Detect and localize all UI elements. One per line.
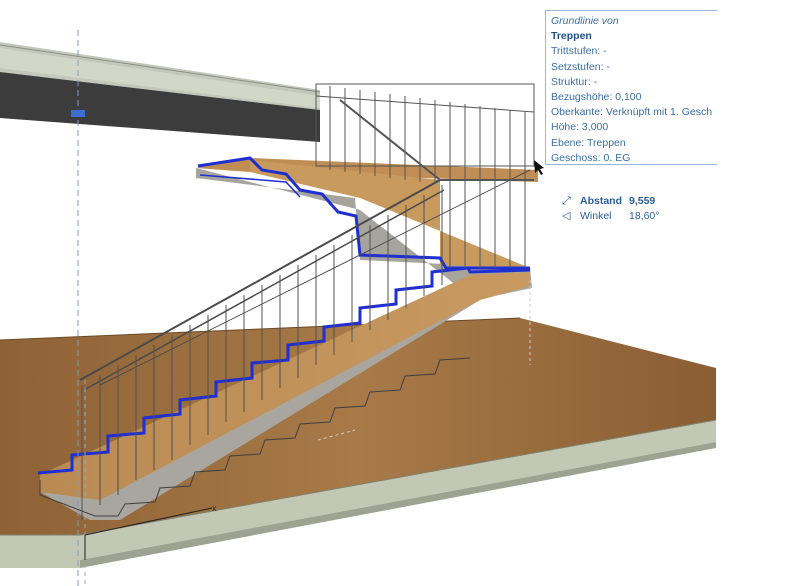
distance-label: Abstand	[580, 195, 622, 207]
lower-flight-edge-highlight	[37, 266, 531, 475]
tooltip-line: Geschoss: 0. EG	[551, 151, 631, 164]
axis-x-label: x	[212, 503, 217, 513]
tooltip-line: Struktur: -	[551, 75, 598, 88]
upper-slab-stone	[0, 48, 320, 108]
element-info-tooltip: Grundlinie von Treppen Trittstufen: - Se…	[545, 10, 717, 165]
tooltip-line: Setzstufen: -	[551, 60, 610, 73]
distance-value: 9,559	[629, 195, 656, 207]
angle-label: Winkel	[580, 210, 612, 222]
distance-icon: ⤢	[562, 195, 571, 207]
guide-handle[interactable]	[71, 110, 85, 117]
upper-railing	[315, 83, 535, 196]
dark-beam	[0, 72, 320, 142]
tooltip-line: Trittstufen: -	[551, 45, 607, 58]
lower-flight-treads	[40, 272, 530, 500]
tooltip-title: Grundlinie von	[551, 15, 619, 27]
angle-icon: ◁	[562, 210, 571, 222]
tooltip-line: Bezugshöhe: 0,100	[551, 91, 642, 104]
tooltip-line: Höhe: 3,000	[551, 121, 609, 134]
angle-value: 18,60°	[629, 210, 660, 222]
tooltip-line: Oberkante: Verknüpft mit 1. Gesch	[551, 106, 713, 119]
tooltip-element-name: Treppen	[551, 30, 592, 43]
upper-flight	[197, 156, 530, 270]
cursor-arrow-icon	[534, 160, 544, 175]
ground-slab-edge	[80, 420, 716, 560]
landing-balusters	[449, 182, 526, 268]
tooltip-line: Ebene: Treppen	[551, 136, 626, 149]
lower-balusters	[81, 185, 443, 520]
